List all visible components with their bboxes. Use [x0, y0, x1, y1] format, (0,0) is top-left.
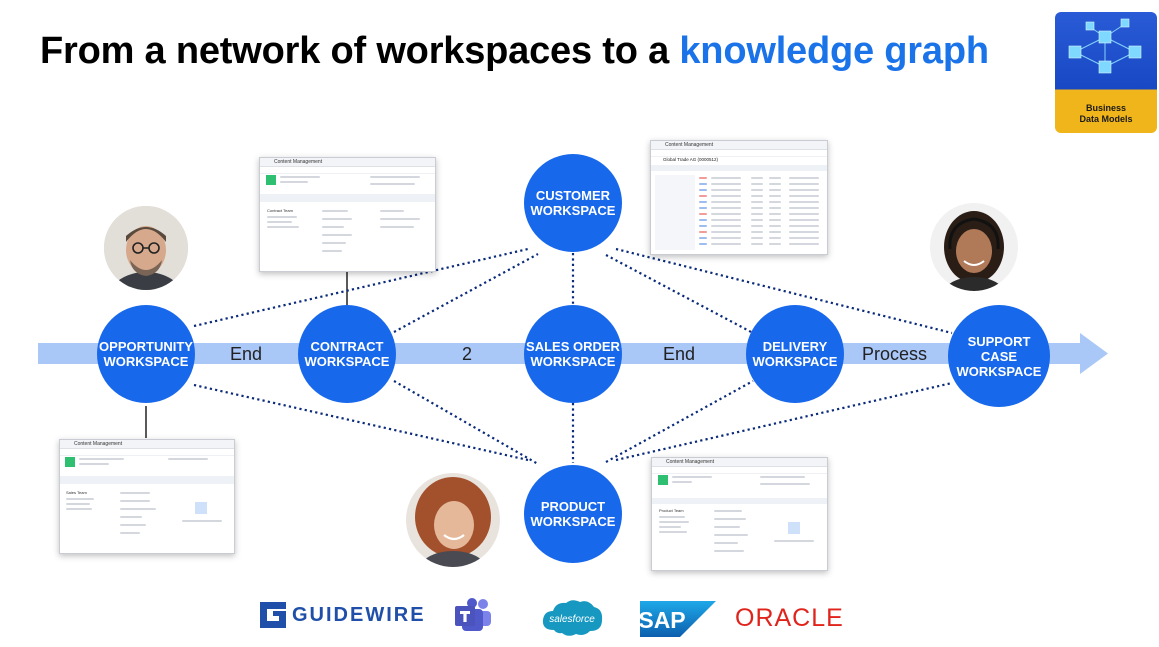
contract-shot-section: Contract Team: [267, 208, 293, 213]
avatar-support-agent: [930, 203, 1018, 291]
sales-order-workspace-label: SALES ORDER WORKSPACE: [526, 339, 620, 369]
opportunity-workspace-node[interactable]: OPPORTUNITY WORKSPACE: [97, 305, 195, 403]
badge-label: Business Data Models: [1079, 103, 1133, 124]
sap-wordmark: SAP: [640, 607, 686, 633]
guidewire-icon: [260, 602, 286, 628]
product-workspace-screenshot[interactable]: Content Management Product Team: [651, 457, 828, 571]
slide-title: From a network of workspaces to a knowle…: [40, 30, 989, 73]
opportunity-shot-section: Sales Team: [66, 490, 87, 495]
sales-order-workspace-node[interactable]: SALES ORDER WORKSPACE: [524, 305, 622, 403]
guidewire-logo: GUIDEWIRE: [260, 602, 426, 628]
opportunity-workspace-label: OPPORTUNITY WORKSPACE: [99, 339, 193, 369]
title-accent: knowledge graph: [679, 30, 989, 72]
salesforce-logo: salesforce: [540, 598, 604, 638]
sap-logo: SAP: [640, 601, 716, 637]
product-workspace-label: PRODUCT WORKSPACE: [530, 499, 616, 529]
edge-label-3: End: [663, 344, 696, 364]
support-case-workspace-node[interactable]: SUPPORT CASE WORKSPACE: [948, 305, 1050, 407]
customer-workspace-node[interactable]: CUSTOMER WORKSPACE: [524, 154, 622, 252]
edge-label-2: 2: [462, 344, 473, 364]
customer-shot-title: Global Trade AG (0000512): [663, 157, 719, 162]
teams-logo: [453, 598, 493, 634]
vendor-logos: GUIDEWIRE salesforce SAP ORACLE: [0, 598, 1159, 642]
timeline-arrow-head: [1080, 333, 1108, 374]
title-prefix: From a network of workspaces to a: [40, 30, 680, 72]
edge-label-4: Process: [862, 344, 928, 364]
contract-workspace-label: CONTRACT WORKSPACE: [304, 339, 390, 369]
relation-lines: [193, 247, 953, 465]
salesforce-wordmark: salesforce: [549, 614, 595, 625]
support-case-workspace-label: SUPPORT CASE WORKSPACE: [956, 333, 1042, 379]
sap-icon: SAP: [640, 601, 716, 637]
customer-workspace-screenshot[interactable]: Content Management Global Trade AG (0000…: [650, 140, 828, 255]
teams-icon: [455, 598, 491, 631]
customer-shot-header: Content Management: [651, 141, 827, 150]
edge-label-1: End: [230, 344, 263, 364]
avatar-man-glasses: [104, 206, 188, 290]
business-data-models-badge: Business Data Models: [1055, 12, 1157, 133]
contract-workspace-node[interactable]: CONTRACT WORKSPACE: [298, 305, 396, 403]
delivery-workspace-label: DELIVERY WORKSPACE: [752, 339, 838, 369]
oracle-wordmark: ORACLE: [735, 604, 844, 632]
delivery-workspace-node[interactable]: DELIVERY WORKSPACE: [746, 305, 844, 403]
product-workspace-node[interactable]: PRODUCT WORKSPACE: [524, 465, 622, 563]
opportunity-workspace-screenshot[interactable]: Content Management Sales Team: [59, 439, 235, 554]
avatar-woman-curly: [406, 473, 500, 567]
contract-shot-header: Content Management: [260, 158, 435, 167]
guidewire-wordmark: GUIDEWIRE: [292, 603, 426, 626]
cube-network-icon: [1068, 18, 1142, 74]
product-shot-header: Content Management: [652, 458, 827, 467]
customer-workspace-label: CUSTOMER WORKSPACE: [530, 188, 616, 218]
opportunity-shot-header: Content Management: [60, 440, 234, 449]
product-shot-section: Product Team: [659, 508, 684, 513]
salesforce-cloud-icon: salesforce: [542, 600, 603, 636]
contract-workspace-screenshot[interactable]: Content Management Contract Team: [259, 157, 436, 272]
oracle-logo: ORACLE: [735, 604, 844, 633]
